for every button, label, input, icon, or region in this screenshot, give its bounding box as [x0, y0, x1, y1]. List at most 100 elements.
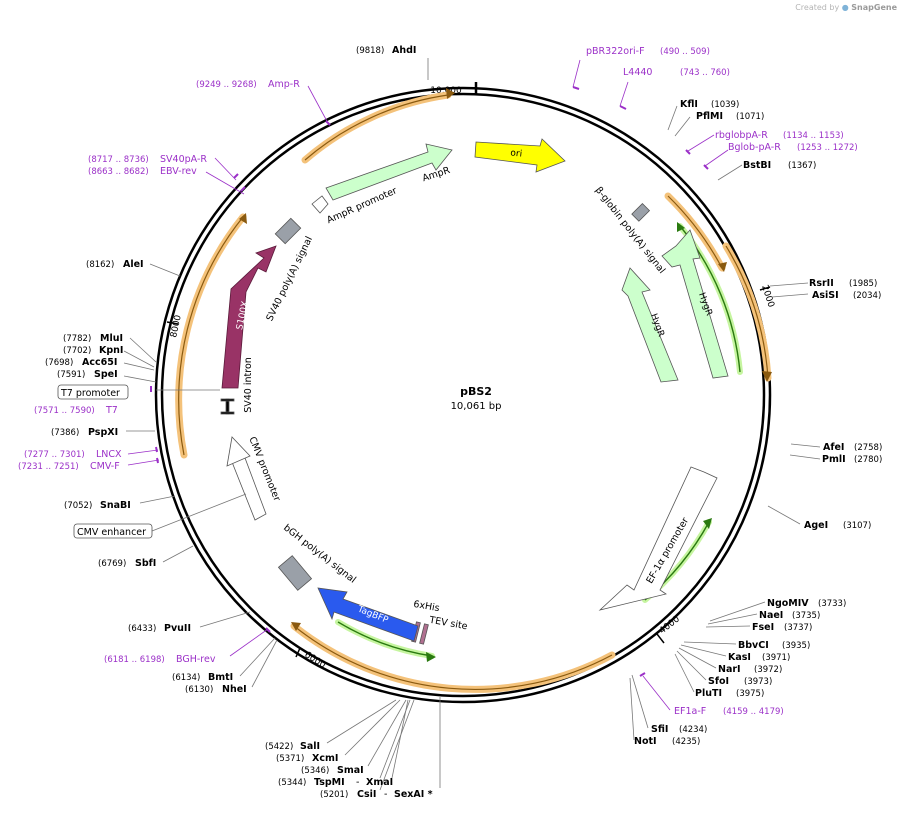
site-name-nari: NarI: [718, 664, 741, 675]
site-name-rsrii: RsrII: [809, 278, 834, 289]
site-name-spei: SpeI: [94, 369, 118, 380]
site-name-bstbi: BstBI: [743, 160, 771, 171]
feature-label-tev-site: TEV site: [428, 615, 469, 633]
leader-kpni: [123, 350, 155, 368]
site-pos-kfli: (1039): [711, 100, 739, 110]
leader-pluti: [674, 653, 695, 693]
backbone-inner: [160, 92, 766, 698]
site-pos-sv40pa-r: (8717 .. 8736): [88, 155, 149, 165]
site-name-pluti: PluTI: [695, 688, 722, 699]
leader-naei: [707, 613, 758, 625]
site-sep-tspmi-xmai: -: [356, 777, 359, 788]
site-pos-mlui: (7782): [63, 334, 91, 344]
leader-ef1a-f: [642, 675, 671, 711]
site-pos-bgh-rev: (6181 .. 6198): [104, 655, 165, 665]
primer-arcs: [175, 91, 772, 693]
leader-spei: [123, 375, 157, 383]
feature-sv40-intron-cap-bottom: [220, 411, 235, 415]
arc-arrowheads: [239, 88, 772, 662]
leader-rsrii: [769, 282, 809, 287]
leader-pflmi: [674, 116, 691, 137]
feature-cmv-promoter-head: [226, 436, 251, 467]
arrowhead-orange-amp: [446, 88, 455, 99]
leader-alei: [149, 263, 181, 277]
leader-bglob: [704, 149, 729, 167]
tick-label-8000: 8000: [169, 314, 184, 339]
feature-ampr-arrow: [325, 143, 453, 201]
leader-bbvci: [683, 641, 737, 645]
site-labels-left: (6130) NheI (6134) BmtI (6181 .. 6198) B…: [18, 79, 300, 695]
leader-sfii: [631, 674, 649, 729]
site-pos-kasi: (3971): [762, 653, 790, 663]
site-name-bmti: BmtI: [208, 672, 233, 683]
feature-label-beta-globin: β-globin poly(A) signal: [593, 185, 667, 276]
site-pos-asisi: (2034): [853, 291, 881, 301]
site-pos-ef1a-f: (4159 .. 4179): [723, 707, 784, 717]
site-pos-bstbi: (1367): [788, 161, 816, 171]
site-name-naei: NaeI: [759, 610, 783, 621]
site-name-smai: SmaI: [337, 765, 364, 776]
feature-beta-globin-box: [631, 202, 651, 222]
boxed-label-cmv-enhancer-frame: [73, 523, 153, 539]
site-pos-ngomiv: (3733): [818, 599, 846, 609]
leader-fsei: [705, 625, 751, 628]
leader-ebv-rev: [205, 171, 245, 195]
site-name-t7: T7: [105, 405, 118, 416]
site-name-bglob-pa-r: Bglob-pA-R: [728, 142, 781, 153]
site-name-amp-r: Amp-R: [268, 79, 300, 90]
feature-hygr-arrow-inner: [621, 267, 679, 383]
feature-ampr-promoter-arrow: [311, 195, 329, 214]
site-pos-snabi: (7052): [64, 501, 92, 511]
feature-label-sv40-intron: SV40 intron: [243, 357, 254, 413]
site-pos-ebv-rev: (8663 .. 8682): [88, 167, 149, 177]
leader-agei: [767, 505, 801, 525]
primer-mark-bglob: [703, 164, 709, 170]
site-pos-cmv-f: (7231 .. 7251): [18, 462, 79, 472]
plasmid-length: 10,061 bp: [451, 401, 502, 412]
arrowhead-green-bottom: [426, 652, 436, 662]
tick-mark-8000: [166, 321, 179, 325]
site-pos-xcmi: (5371): [276, 754, 304, 764]
arrowhead-green-hygr: [677, 222, 685, 232]
site-name-pmli: PmlI: [822, 454, 846, 465]
leader-smai: [367, 699, 407, 767]
site-pos-alei: (8162): [86, 260, 114, 270]
leader-bgh-rev: [229, 628, 269, 657]
orange-arc-right-core: [725, 245, 769, 379]
site-name-afei: AfeI: [823, 442, 844, 453]
leader-pvuii: [199, 611, 251, 628]
site-pos-kpni: (7702): [63, 346, 91, 356]
site-name-ef1a-f: EF1a-F: [674, 706, 706, 717]
site-name-noti: NotI: [634, 736, 657, 747]
orange-arc-left-core: [178, 216, 244, 456]
site-name-rbglobpa-r: rbglobpA-R: [715, 130, 768, 141]
site-pos-fsei: (3737): [784, 623, 812, 633]
primer-mark-lncx: [155, 446, 158, 453]
orange-arc-amp-core: [304, 94, 449, 161]
site-name-ahdi: AhdI: [392, 45, 416, 56]
site-pos-rsrii: (1985): [849, 279, 877, 289]
feature-tagbfp-arrow: [317, 587, 419, 642]
site-pos-t7: (7571 .. 7590): [34, 406, 95, 416]
tick-mark-6000: [295, 647, 301, 658]
primer-mark-ampr: [325, 120, 331, 126]
site-pos-naei: (3735): [792, 611, 820, 621]
site-name-kasi: KasI: [728, 652, 751, 663]
leader-xmai: [391, 699, 409, 779]
orange-arc-bottom-core: [293, 625, 613, 691]
site-sep-csii-sexai: -: [384, 789, 387, 800]
site-name-pflmi: PflMI: [696, 111, 723, 122]
arrowhead-green-ef1a: [703, 518, 712, 529]
boxed-label-t7-promoter: T7 promoter: [60, 388, 120, 399]
site-name-bgh-rev: BGH-rev: [176, 654, 216, 665]
site-pos-amp-r: (9249 .. 9268): [196, 80, 257, 90]
site-name-snabi: SnaBI: [100, 500, 131, 511]
feature-bgh-box: [277, 555, 313, 591]
site-name-acc65i: Acc65I: [82, 357, 117, 368]
site-pos-bmti: (6134): [172, 673, 200, 683]
leader-pmli: [789, 454, 821, 460]
site-pos-sali: (5422): [265, 742, 293, 752]
feature-sv40-intron-cap-top: [220, 398, 235, 402]
